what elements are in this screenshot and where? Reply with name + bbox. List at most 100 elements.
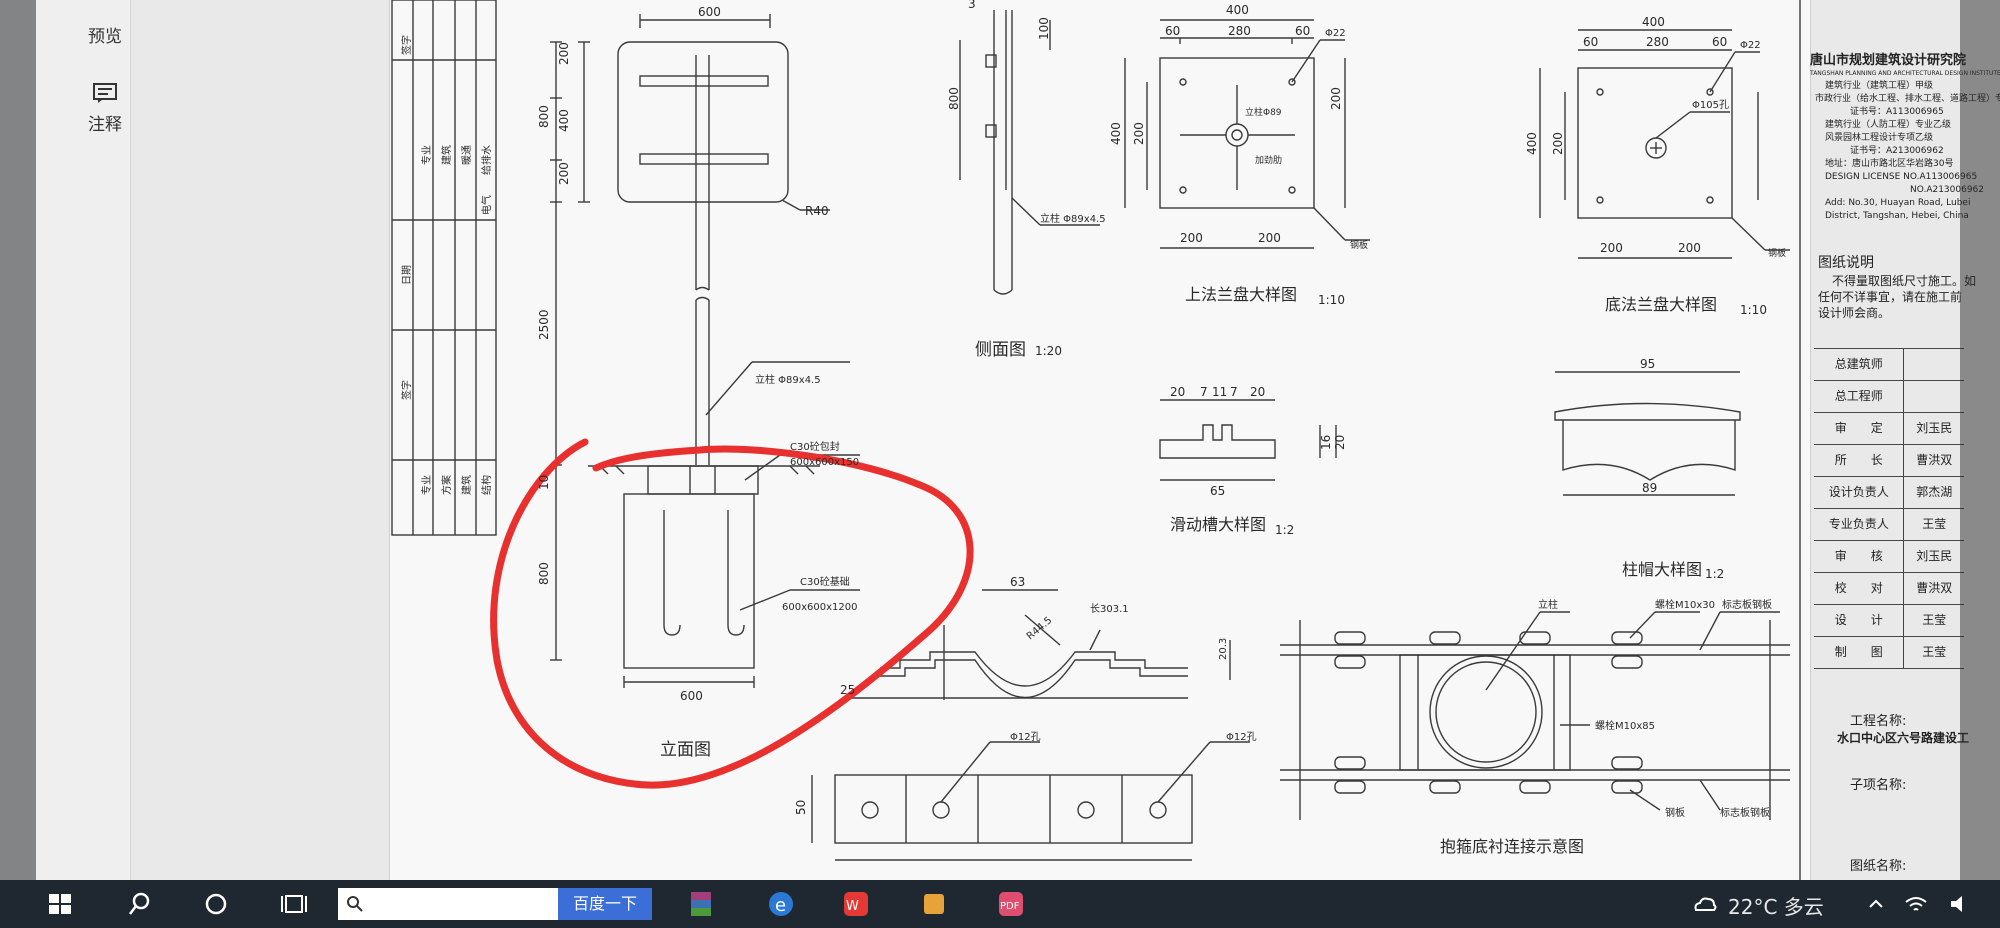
qual2: 市政行业（给水工程、排水工程、道路工程）专业甲级 (1815, 94, 2000, 104)
c30-base-size: 600x600x1200 (782, 602, 857, 613)
sign-plate-lbl: 标志板钢板 (1722, 598, 1772, 611)
signature-role: 专业负责人 (1814, 509, 1905, 540)
signature-row: 设 计王莹 (1814, 605, 1964, 637)
volume-icon[interactable] (1945, 888, 1977, 920)
signature-name: 刘玉民 (1916, 421, 1953, 435)
dim-400v-bf: 400 (1525, 132, 1539, 155)
pdf-icon[interactable]: PDF (995, 888, 1027, 920)
c30-base-label: C30砼基础 (800, 575, 850, 588)
search-icon[interactable] (124, 888, 156, 920)
dim-400v-tf: 400 (1109, 122, 1123, 145)
side-title: 侧面图 (975, 340, 1026, 360)
hole12b: Φ12孔 (1226, 731, 1257, 743)
dim-7b: 7 (1230, 385, 1238, 399)
subitem-label: 子项名称: (1850, 778, 1907, 793)
cad-drawing: 600 200 400 200 800 2500 800 600 10 R40 … (391, 0, 1801, 880)
pole-lbl: 立柱 (1538, 598, 1558, 611)
signature-name: 曹洪双 (1916, 453, 1953, 467)
top-flange-title: 上法兰盘大样图 (1185, 285, 1297, 304)
dim-280-tf: 280 (1228, 24, 1251, 38)
bottom-flange-title: 底法兰盘大样图 (1605, 295, 1717, 314)
signature-role: 设计负责人 (1814, 477, 1905, 508)
addr-en2: District, Tangshan, Hebei, China (1825, 211, 1969, 221)
lt-r1: 建筑 (440, 145, 453, 165)
cert2: 证书号：A213006962 (1850, 146, 1944, 156)
baidu-search-input[interactable] (338, 888, 558, 920)
lt-sign: 签字 (400, 380, 413, 400)
dim-65: 65 (1210, 484, 1225, 498)
cap-scale: 1:2 (1705, 567, 1724, 581)
dim-200v2-tf: 200 (1329, 87, 1343, 110)
dim-800: 800 (537, 105, 551, 128)
lt-r4: 电气 (480, 195, 493, 215)
dim-200bot-bf: 200 (1600, 241, 1623, 255)
slide-scale: 1:2 (1275, 523, 1294, 537)
rib-label: 加劲肋 (1255, 154, 1282, 166)
c30-cap-size: 600x600x150 (790, 457, 859, 468)
r40-label: R40 (805, 204, 829, 218)
bottom-flange-scale: 1:10 (1740, 303, 1767, 317)
taskbar: 百度一下 e W PDF 22°C 多云 (0, 880, 2000, 928)
dim-20b: 20 (1250, 385, 1265, 399)
windows-start-icon[interactable] (44, 888, 76, 920)
qual3: 建筑行业（人防工程）专业乙级 (1825, 120, 1952, 130)
signature-row: 审 核刘玉民 (1814, 541, 1964, 573)
lt-r2: 暖通 (460, 145, 473, 165)
cortana-icon[interactable] (200, 888, 232, 920)
svg-text:PDF: PDF (1000, 901, 1020, 912)
dim-20v: 20 (1333, 435, 1347, 450)
dim-280-bf: 280 (1646, 35, 1669, 49)
pole-spec-label: 立柱 Φ89x4.5 (755, 373, 821, 386)
dim-60-tf: 60 (1165, 24, 1180, 38)
dim-200v-bf: 200 (1551, 132, 1565, 155)
dim-400: 400 (557, 109, 571, 132)
dim-800-side: 800 (947, 87, 961, 110)
signature-row: 总工程师 (1814, 381, 1964, 413)
dim-200bot2-tf: 200 (1258, 231, 1281, 245)
network-icon[interactable] (1900, 888, 1932, 920)
baidu-search-button[interactable]: 百度一下 (558, 888, 652, 920)
task-view-icon[interactable] (278, 888, 310, 920)
annotation-label: 注释 (88, 115, 122, 135)
signature-row: 设计负责人郭杰湖 (1814, 477, 1964, 509)
right-dark-edge (1960, 0, 2000, 880)
dim-200a: 200 (557, 42, 571, 65)
dim-2500: 2500 (537, 309, 551, 340)
dim-63: 63 (1010, 575, 1025, 589)
tray-chevron-icon[interactable] (1860, 888, 1892, 920)
side-scale: 1:20 (1035, 344, 1062, 358)
weather-text[interactable]: 22°C 多云 (1728, 895, 1824, 919)
dim-60b-tf: 60 (1295, 24, 1310, 38)
dim-200bot-tf: 200 (1180, 231, 1203, 245)
app-icon[interactable] (918, 888, 950, 920)
title-block-text: 唐山市规划建筑设计研究院 TANGSHAN PLANNING AND ARCHI… (1810, 54, 2000, 223)
dim-3-side: 3 (968, 0, 976, 11)
dim-200b: 200 (557, 162, 571, 185)
annotation-icon (93, 83, 117, 103)
dim-600-top: 600 (698, 5, 721, 19)
drawing-notes: 图纸说明 不得量取图纸尺寸施工。如 任何不详事宜，请在施工前 设计师会商。 (1818, 255, 1988, 321)
c30-cap-label: C30砼包封 (790, 440, 840, 453)
signature-role: 所 长 (1814, 445, 1905, 476)
lt-r6: 方案 (440, 475, 453, 495)
address: 地址：唐山市路北区华岩路30号 (1825, 159, 1954, 169)
bolt30: 螺栓M10x30 (1655, 598, 1715, 611)
project-info: 工程名称: 水口中心区六号路建设工 子项名称: 图纸名称: (1812, 710, 1972, 874)
signature-role: 审 核 (1814, 541, 1905, 572)
signature-row: 制 图王莹 (1814, 637, 1964, 669)
signature-role: 审 定 (1814, 413, 1905, 444)
preview-tool[interactable]: 预览 (70, 22, 140, 47)
annotation-tool[interactable]: 注释 (70, 82, 140, 135)
ie-browser-icon[interactable]: e (765, 888, 797, 920)
hole105: Φ105孔 (1692, 99, 1729, 111)
wps-icon[interactable]: W (840, 888, 872, 920)
dim-16: 16 (1319, 435, 1333, 450)
notes2: 任何不详事宜，请在施工前 (1818, 290, 1963, 304)
top-flange-scale: 1:10 (1318, 293, 1345, 307)
winrar-icon[interactable] (685, 888, 717, 920)
notes1: 不得量取图纸尺寸施工。如 (1832, 274, 1977, 288)
notes3: 设计师会商。 (1818, 306, 1891, 320)
signature-role: 总建筑师 (1814, 349, 1905, 380)
dim-100-side: 100 (1037, 17, 1051, 40)
